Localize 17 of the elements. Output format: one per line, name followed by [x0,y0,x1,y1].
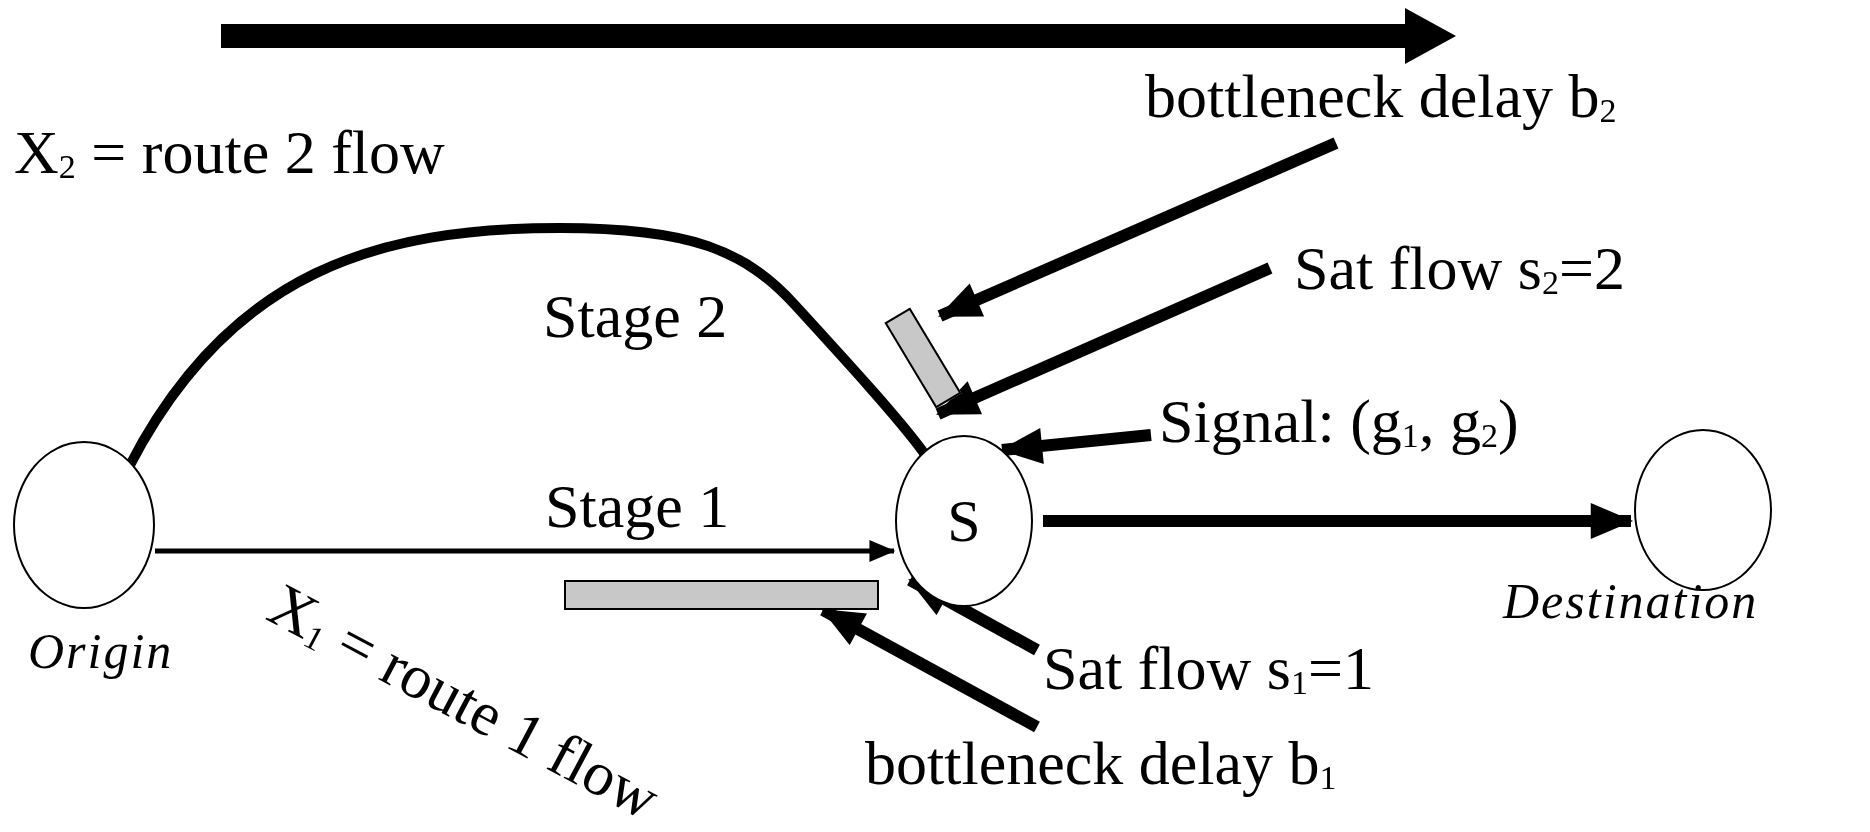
callout-text: bottleneck delay b$_{1}$ [865,729,1337,798]
leader-arrow [935,262,1273,420]
node-caption: Destination [1503,572,1759,630]
callout-text: Signal: (g$_{1}$, g$_{2}$) [1159,387,1519,456]
stage-label: Stage 1 [545,472,730,541]
stage-label: Stage 2 [543,282,728,351]
callout-text: Sat flow s$_{2}$=2 [1294,234,1625,303]
route-arrow [1043,503,1634,539]
callout-text: bottleneck delay b$_{2}$ [1145,62,1617,131]
leader-arrow [937,137,1339,322]
leader-arrow [999,428,1152,464]
bottleneck-bar [564,580,879,610]
node-label: S [947,486,981,556]
flow-label: X$_{2}$ = route 2 flow [14,118,445,187]
node-caption: Origin [28,622,174,680]
callout-text: Sat flow s$_{1}$=1 [1043,634,1374,703]
route-arrow [155,540,896,562]
